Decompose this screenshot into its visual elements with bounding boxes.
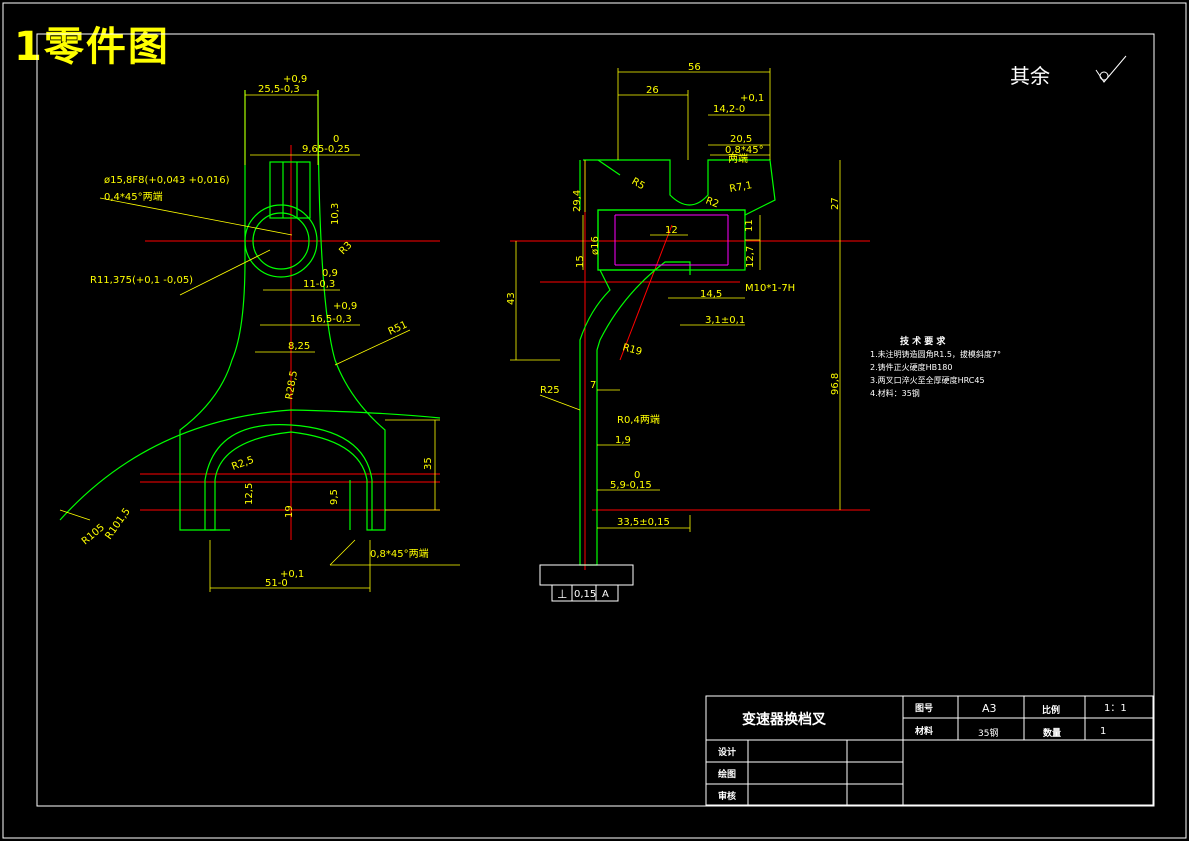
dim-12-5: 12,5 (244, 483, 255, 505)
page-title: 1零件图 (14, 24, 170, 70)
dim-8-25: 8,25 (288, 341, 310, 352)
tech-req-heading: 技 术 要 求 (900, 335, 946, 347)
scale-value: 1：1 (1104, 703, 1127, 714)
dim-r0-4: R0,4两端 (617, 413, 660, 426)
dim-25-5-tol: +0,9 (283, 74, 307, 85)
side-view: ⊥ 0,15 A 56 26 +0,1 14,2-0 20,5 0,8*45° … (506, 62, 870, 602)
front-outline (59, 89, 441, 531)
dim-51: 51-0 (265, 578, 288, 589)
inner-frame (36, 33, 1155, 807)
side-centerlines (510, 160, 870, 570)
dim-3-1: 3,1±0,1 (705, 315, 745, 326)
dim-r7-1: R7,1 (729, 180, 753, 195)
dim-r2-5: R2,5 (230, 455, 255, 473)
dim-r5: R5 (630, 176, 647, 192)
gdt-perpendicular-icon: ⊥ (557, 587, 567, 601)
front-view: +0,9 25,5-0,3 0 9,65-0,25 ø15,8F8(+0,043… (59, 74, 460, 592)
dim-9-65-tol: 0 (333, 134, 339, 145)
dim-r51: R51 (387, 319, 409, 337)
dim-r28-5: R28,5 (284, 370, 300, 401)
title-block (705, 695, 1154, 806)
label-quantity: 数量 (1043, 727, 1061, 739)
label-design: 设计 (718, 746, 736, 758)
dim-19: 19 (284, 505, 295, 518)
quantity-value: 1 (1100, 726, 1106, 737)
dim-1-9: 1,9 (615, 435, 631, 446)
dim-16-5-tol: +0,9 (333, 301, 357, 312)
surface-roughness-note: 其余 (1010, 64, 1050, 88)
dim-14-2: 14,2-0 (713, 104, 745, 115)
dim-16-5: 16,5-0,3 (310, 314, 352, 325)
drawing-no: A3 (982, 702, 997, 715)
dim-r11: R11,375(+0,1 -0,05) (90, 275, 193, 286)
dim-14-5: 14,5 (700, 289, 722, 300)
dim-chamfer2: 0,8*45°两端 (370, 547, 429, 560)
dim-20-5: 20,5 (730, 134, 752, 145)
dim-26: 26 (646, 85, 659, 96)
dim-bore: ø15,8F8(+0,043 +0,016) (104, 175, 230, 186)
dim-r25: R25 (540, 385, 560, 396)
dim-thread: M10*1-7H (745, 283, 795, 294)
label-scale: 比例 (1042, 704, 1060, 716)
dim-51-tol: +0,1 (280, 569, 304, 580)
tech-req-item-2: 2.铸件正火硬度HB180 (870, 362, 952, 372)
dim-25-5: 25,5-0,3 (258, 84, 300, 95)
label-drawing-no: 图号 (915, 703, 933, 714)
dim-0-9: 0,9 (322, 268, 338, 279)
dim-r2: R2 (704, 195, 720, 210)
tech-req-item-1: 1.未注明铸造圆角R1.5，拔模斜度7° (870, 349, 1001, 359)
tech-req-item-3: 3.两叉口淬火至全厚硬度HRC45 (870, 375, 985, 385)
dim-r101-5: R101,5 (103, 506, 132, 541)
dim-33-5: 33,5±0,15 (617, 517, 670, 528)
dim-14-2-tol: +0,1 (740, 93, 764, 104)
dim-56: 56 (688, 62, 701, 73)
tech-req-item-4: 4.材料：35钢 (870, 388, 920, 398)
tech-requirements: 技 术 要 求 1.未注明铸造圆角R1.5，拔模斜度7° 2.铸件正火硬度HB1… (870, 335, 1001, 398)
label-review: 审核 (718, 790, 736, 802)
dim-43: 43 (506, 292, 517, 305)
label-draw: 绘图 (718, 768, 736, 780)
dim-35: 35 (423, 457, 434, 470)
roughness-symbol-icon (1095, 55, 1127, 83)
front-dimension-lines (59, 90, 460, 592)
dim-12: 12 (665, 225, 678, 236)
dim-9-65: 9,65-0,25 (302, 144, 350, 155)
dim-7: 7 (590, 380, 596, 391)
dim-9-5: 9,5 (329, 489, 340, 505)
side-dimension-lines (510, 68, 841, 532)
dim-15: 15 (575, 255, 586, 268)
dim-5-9-tol: 0 (634, 470, 640, 481)
dim-96-8: 96,8 (830, 373, 841, 395)
gdt-frame (539, 564, 634, 602)
label-material: 材料 (914, 725, 933, 737)
dim-chamfer-note: 两端 (728, 152, 748, 165)
dim-5-9: 5,9-0,15 (610, 480, 652, 491)
dim-27: 27 (830, 197, 841, 210)
dim-10-3: 10,3 (330, 203, 341, 225)
dim-chamfer-front: 0,4*45°两端 (104, 190, 163, 203)
material-value: 35钢 (978, 727, 998, 739)
dim-11: 11-0,3 (303, 279, 335, 290)
dim-11-side: 11 (744, 219, 755, 232)
part-name: 变速器换档叉 (742, 711, 827, 728)
dim-phi16: ø16 (590, 236, 601, 255)
side-hidden-lines (614, 214, 729, 266)
dim-r3-front: R3 (337, 240, 354, 257)
gdt-datum: A (602, 589, 609, 600)
dim-12-7: 12,7 (745, 246, 756, 268)
dim-chamfer-side: 0,8*45° (725, 145, 764, 156)
dim-29-4: 29,4 (572, 190, 583, 212)
gdt-value: 0,15 (574, 589, 596, 600)
dim-r19: R19 (621, 342, 643, 358)
